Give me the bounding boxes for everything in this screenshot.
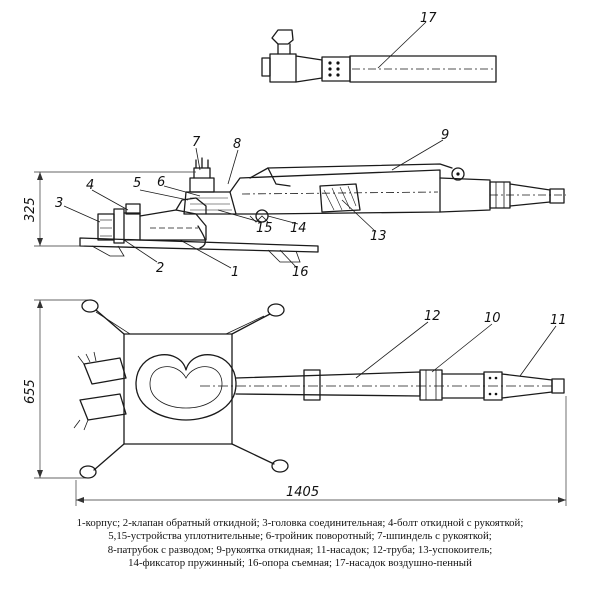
label-12: 12: [424, 309, 441, 324]
label-8: 8: [233, 137, 241, 152]
foam-nozzle-drawing: [261, 21, 497, 83]
label-4: 4: [86, 178, 94, 193]
label-9: 9: [441, 128, 449, 143]
legend-line-3: 8-патрубок с разводом; 9-рукоятка откидн…: [107, 543, 493, 556]
label-7: 7: [192, 135, 201, 150]
label-6: 6: [157, 175, 165, 190]
label-13: 13: [370, 229, 387, 244]
dimension-1405: 1405: [286, 485, 319, 500]
label-10: 10: [484, 311, 501, 326]
part-number-labels: 17 7 8 9 4 5 6 3 15 14 13 2 1 16 12 10 1…: [55, 11, 567, 328]
label-1: 1: [231, 265, 239, 280]
top-view-drawing: [73, 299, 565, 479]
label-2: 2: [156, 261, 164, 276]
dimension-lines: [34, 171, 567, 506]
legend-line-1: 1-корпус; 2-клапан обратный откидной; 3-…: [76, 517, 524, 529]
side-view-drawing: [79, 157, 566, 263]
label-17: 17: [420, 11, 437, 26]
dimension-655: 655: [23, 379, 38, 404]
label-14: 14: [290, 221, 307, 236]
label-11: 11: [550, 313, 567, 328]
legend-line-2: 5,15-устройства уплотнительные; 6-тройни…: [108, 530, 492, 543]
label-3: 3: [55, 196, 63, 211]
side-view-callouts: [63, 139, 444, 269]
label-16: 16: [292, 265, 309, 280]
legend-line-4: 14-фиксатор пружинный; 16-опора съемная;…: [128, 557, 472, 570]
label-15: 15: [256, 221, 273, 236]
dimension-325: 325: [23, 197, 38, 222]
top-view-callouts: [355, 321, 557, 379]
parts-legend: 1-корпус; 2-клапан обратный откидной; 3-…: [10, 517, 590, 571]
label-5: 5: [133, 176, 141, 191]
